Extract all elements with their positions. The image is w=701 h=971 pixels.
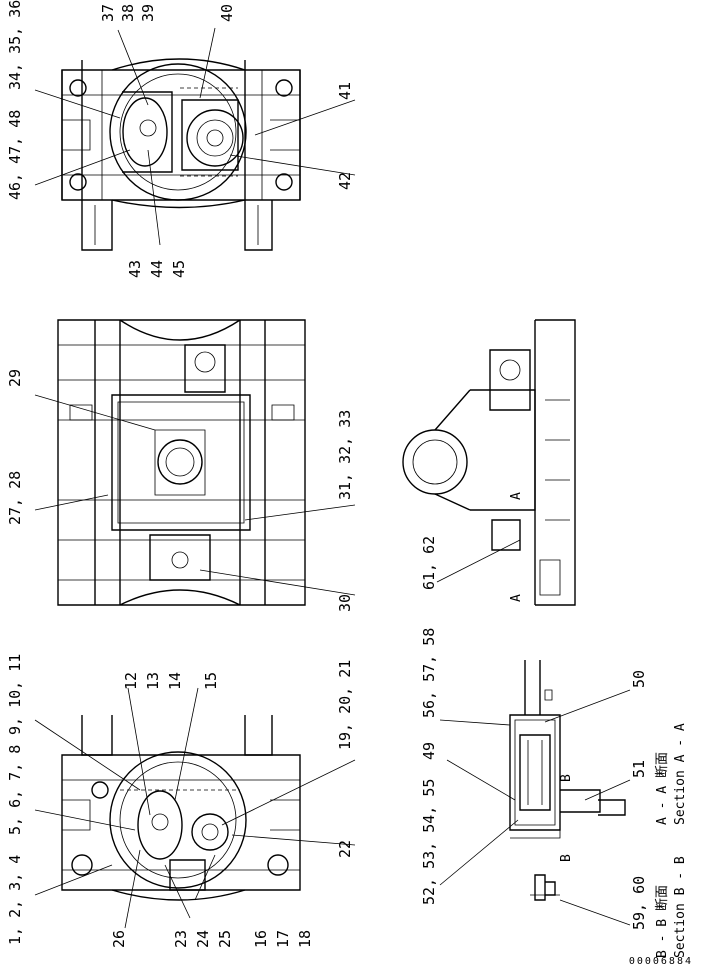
callout-46-47-48: 46, 47, 48 (6, 110, 24, 200)
marker-b-lower: B (559, 854, 574, 862)
callout-49: 49 (420, 742, 438, 760)
callout-23: 23 (172, 930, 190, 948)
callout-15: 15 (202, 672, 220, 690)
callout-45: 45 (170, 260, 188, 278)
callout-26: 26 (110, 930, 128, 948)
callout-38: 38 (119, 4, 137, 22)
callout-51: 51 (630, 760, 648, 778)
callout-25: 25 (216, 930, 234, 948)
callout-34-35-36: 34, 35, 36 (6, 0, 24, 90)
callout-24: 24 (194, 930, 212, 948)
section-b-b-title-jp: B - B 断面 (655, 885, 670, 958)
document-number: 00006884 (628, 956, 693, 967)
frame-view-top-left (61, 58, 301, 251)
leader-lines (34, 27, 631, 929)
callout-18: 18 (296, 930, 314, 948)
callout-39: 39 (139, 4, 157, 22)
callout-59-60: 59, 60 (630, 876, 648, 930)
section-b-b-title-en: Section B - B (673, 856, 688, 958)
callout-50: 50 (630, 670, 648, 688)
frame-view-middle-right (402, 319, 576, 606)
callout-61-62: 61, 62 (420, 536, 438, 590)
callout-37: 37 (99, 4, 117, 22)
section-b-b-view (530, 874, 560, 901)
callout-40: 40 (218, 4, 236, 22)
frame-view-bottom-left (61, 715, 301, 901)
callout-13: 13 (144, 672, 162, 690)
callout-5-6-7-8: 5, 6, 7, 8 (6, 745, 24, 835)
callout-42: 42 (336, 172, 354, 190)
marker-b-upper: B (559, 774, 574, 782)
callout-41: 41 (336, 82, 354, 100)
callout-17: 17 (274, 930, 292, 948)
marker-a-lower: A (509, 594, 524, 602)
callout-22: 22 (336, 840, 354, 858)
callout-1-2-3-4: 1, 2, 3, 4 (6, 855, 24, 945)
callout-29: 29 (6, 369, 24, 387)
marker-a-upper: A (509, 492, 524, 500)
callout-30: 30 (336, 594, 354, 612)
frame-view-middle-left (57, 319, 306, 606)
callout-19-20-21: 19, 20, 21 (336, 660, 354, 750)
callout-27-28: 27, 28 (6, 471, 24, 525)
callout-31-32-33: 31, 32, 33 (336, 410, 354, 500)
callout-56-57-58: 56, 57, 58 (420, 628, 438, 718)
callout-44: 44 (148, 260, 166, 278)
callout-16: 16 (252, 930, 270, 948)
callout-43: 43 (126, 260, 144, 278)
section-a-a-title-en: Section A - A (673, 723, 688, 825)
callout-labels: 1, 2, 3, 4 5, 6, 7, 8 9, 10, 11 12 13 14… (6, 0, 688, 958)
callout-52-53-54-55: 52, 53, 54, 55 (420, 779, 438, 905)
section-a-a-view (509, 660, 626, 839)
section-a-a-title-jp: A - A 断面 (655, 752, 670, 825)
callout-9-10-11: 9, 10, 11 (6, 654, 24, 735)
callout-14: 14 (166, 672, 184, 690)
callout-12: 12 (122, 672, 140, 690)
